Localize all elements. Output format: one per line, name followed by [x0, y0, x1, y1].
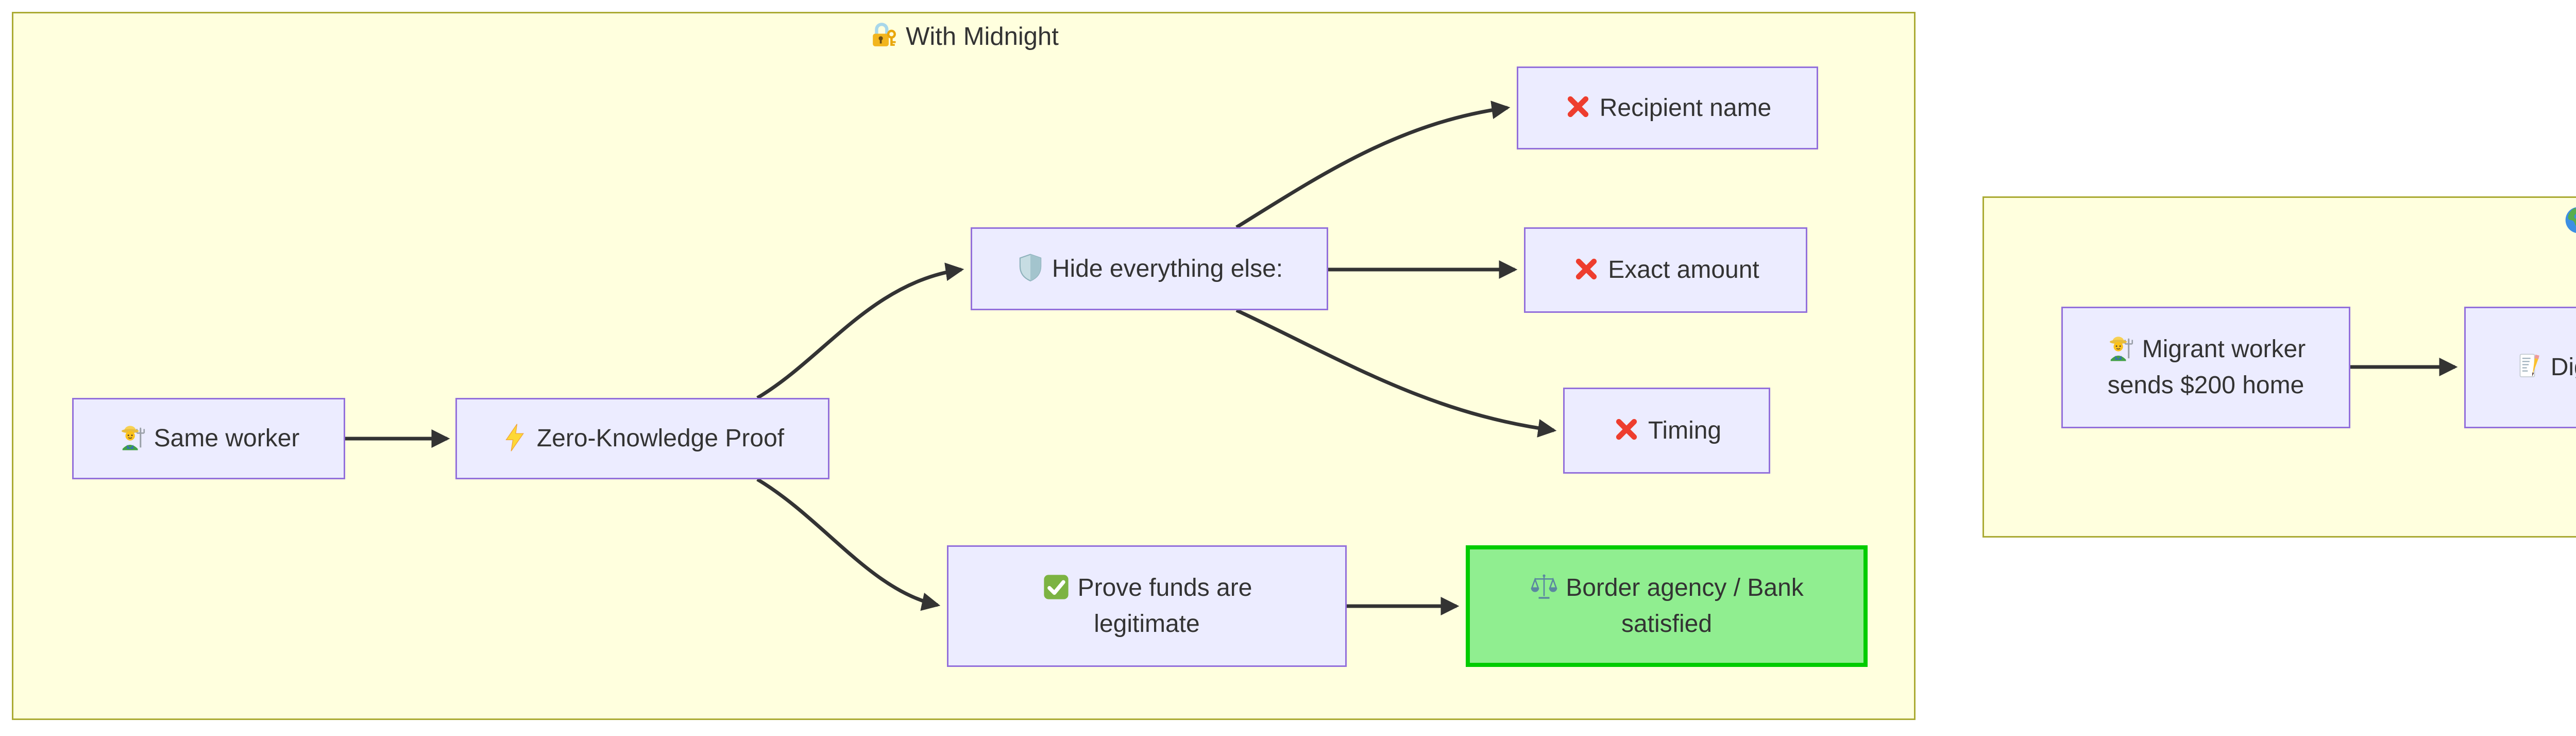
- farmer-icon: [2106, 334, 2135, 363]
- node-zero-knowledge-proof-label: Zero-Knowledge Proof: [536, 425, 785, 453]
- subgraph-with-midnight-title: With Midnight: [13, 21, 1914, 52]
- subgraph-with-midnight-label: With Midnight: [906, 23, 1059, 51]
- node-hide-everything-else: Hide everything else:: [971, 227, 1328, 310]
- node-exact-amount: Exact amount: [1524, 227, 1807, 313]
- farmer-icon: [118, 423, 147, 452]
- node-border-agency-bank-satisfied: Border agency / Bank satisfied: [1466, 545, 1868, 667]
- node-exact-amount-label: Exact amount: [1608, 256, 1759, 284]
- node-timing-label: Timing: [1648, 416, 1722, 444]
- node-zero-knowledge-proof: Zero-Knowledge Proof: [455, 398, 829, 479]
- node-border-agency-bank-satisfied-label: Border agency / Bank satisfied: [1566, 574, 1804, 638]
- node-digital-footprint: Digital footprint mile wide: [2464, 307, 2576, 428]
- cross-icon: [1564, 92, 1592, 121]
- node-prove-funds-legitimate: Prove funds are legitimate: [947, 545, 1347, 667]
- node-same-worker-label: Same worker: [154, 425, 300, 453]
- globe-icon: [2564, 205, 2576, 235]
- node-prove-funds-legitimate-label: Prove funds are legitimate: [1077, 574, 1252, 638]
- node-migrant-worker-label: Migrant worker sends $200 home: [2107, 336, 2306, 399]
- node-recipient-name: Recipient name: [1517, 66, 1818, 149]
- node-same-worker: Same worker: [72, 398, 345, 479]
- lightning-icon: [501, 423, 530, 452]
- cross-icon: [1572, 255, 1601, 283]
- node-hide-everything-else-label: Hide everything else:: [1052, 255, 1283, 282]
- memo-icon: [2515, 352, 2544, 381]
- shield-icon: [1016, 253, 1045, 282]
- node-migrant-worker: Migrant worker sends $200 home: [2061, 307, 2350, 428]
- subgraph-todays-problem-title: Today's Problem: [1984, 205, 2576, 237]
- node-digital-footprint-label: Digital footprint mile wide: [2550, 354, 2576, 381]
- node-recipient-name-label: Recipient name: [1599, 94, 1772, 122]
- cross-icon: [1612, 415, 1641, 444]
- scales-icon: [1530, 573, 1558, 601]
- node-timing: Timing: [1563, 388, 1770, 474]
- lock-with-key-icon: [869, 21, 899, 51]
- check-icon: [1042, 573, 1071, 601]
